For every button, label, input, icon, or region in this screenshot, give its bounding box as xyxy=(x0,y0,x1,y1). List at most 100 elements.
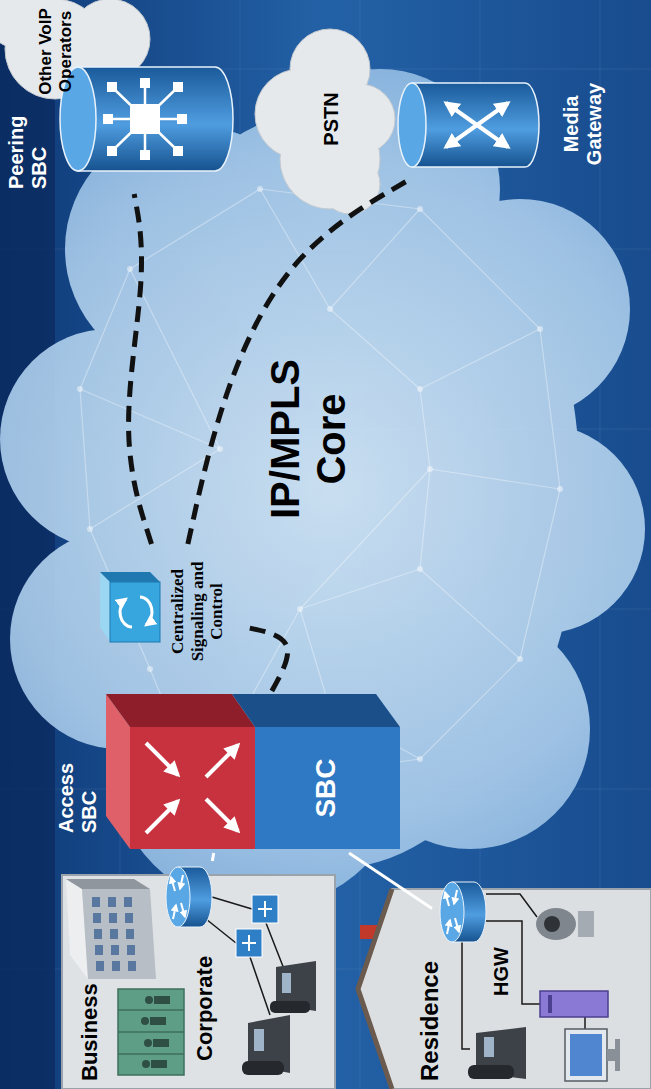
core-cloud xyxy=(0,69,645,909)
node-label: SBC xyxy=(310,727,342,849)
peering-sbc-symbol xyxy=(60,67,233,171)
access-sbc-symbol xyxy=(206,799,238,831)
access-sbc-symbol xyxy=(106,694,255,727)
peering-sbc-symbol xyxy=(177,114,187,124)
residence-site-art xyxy=(578,911,594,937)
peering-sbc-symbol xyxy=(173,82,183,92)
business-site-art xyxy=(66,879,150,889)
network-label: IP/MPLS Core xyxy=(262,324,354,554)
access-sbc-symbol xyxy=(130,727,255,849)
node-label: Residence xyxy=(416,946,444,1081)
business-site-art xyxy=(282,973,291,993)
business-site-art xyxy=(110,929,118,939)
business-site-art xyxy=(95,945,103,955)
residence-site-art xyxy=(607,1049,615,1061)
mesh-dot xyxy=(417,386,423,392)
residence-site-art xyxy=(570,1034,602,1076)
residence-site-art xyxy=(565,1029,607,1081)
mesh-dot xyxy=(147,666,153,672)
peering-sbc-symbol xyxy=(130,104,160,134)
corporate-router: Corporate xyxy=(158,861,230,1069)
signaling-path xyxy=(248,628,288,691)
mesh-dot xyxy=(297,606,303,612)
access-sbc-symbol xyxy=(146,743,238,833)
business-site-art xyxy=(125,913,133,923)
business-site-art xyxy=(127,945,135,955)
peering-sbc-symbol xyxy=(107,82,117,92)
business-site-art xyxy=(126,929,134,939)
media-gateway-symbol xyxy=(446,103,508,147)
access-sbc-symbol xyxy=(146,801,178,833)
business-site-art xyxy=(242,1061,284,1075)
peering-sbc-symbol xyxy=(103,114,113,124)
mesh-dot xyxy=(77,186,563,792)
peering-sbc-symbol xyxy=(140,78,150,88)
pstn-cloud-fill xyxy=(256,30,394,213)
residence-site-art xyxy=(468,1065,514,1079)
mesh-dot xyxy=(537,326,543,332)
signaling-symbol xyxy=(120,599,132,627)
pstn-cloud-shape xyxy=(255,29,395,214)
operators-cloud: Other VoIP Operators xyxy=(0,0,150,107)
node-label: HGW xyxy=(490,940,513,996)
business-site-art xyxy=(108,897,116,907)
home-gateway: HGW xyxy=(432,872,520,1004)
business-site-art xyxy=(154,996,170,1004)
mesh-dot xyxy=(127,266,133,272)
business-site-art xyxy=(142,1060,150,1068)
mesh-dot xyxy=(557,486,563,492)
mesh-dot xyxy=(327,306,333,312)
signaling-symbol xyxy=(140,597,152,625)
signaling-symbol xyxy=(100,572,160,642)
mesh-dot xyxy=(217,446,223,452)
business-site-art xyxy=(96,961,104,971)
node-label: Media Gateway xyxy=(560,69,606,179)
business-site-art xyxy=(151,1060,167,1068)
media-gateway-symbol xyxy=(398,83,426,167)
access-sbc-symbol xyxy=(206,745,238,777)
access-sbc: Access SBC SBC xyxy=(52,691,404,853)
mesh-dot xyxy=(87,526,93,532)
peering-sbc-symbol xyxy=(78,67,233,171)
residence-site-art xyxy=(484,1037,494,1057)
peering-sbc-symbol xyxy=(108,83,182,155)
background xyxy=(0,0,55,1089)
node-label: Corporate xyxy=(192,933,217,1061)
business-site-art xyxy=(166,867,212,927)
media-gateway-symbol xyxy=(412,83,539,167)
access-sbc-symbol xyxy=(255,727,400,849)
peering-sbc-symbol xyxy=(107,146,117,156)
mesh-dot xyxy=(77,386,83,392)
access-sbc-symbol xyxy=(106,694,400,849)
peering-sbc-symbol xyxy=(103,78,187,160)
residence-site-art xyxy=(358,889,392,1089)
business-site-art xyxy=(242,901,272,951)
residence-site-art xyxy=(440,882,486,942)
business-site-art xyxy=(112,961,120,971)
business-site-art xyxy=(150,1017,166,1025)
signaling-symbol xyxy=(120,597,152,627)
signaling-path xyxy=(129,194,152,544)
signaling-symbol xyxy=(110,582,160,642)
mesh-dot xyxy=(417,206,423,212)
business-site-art xyxy=(62,867,335,1089)
residence-site-art xyxy=(358,882,651,1089)
node-label: Access SBC xyxy=(55,741,101,833)
business-site-art xyxy=(92,897,100,907)
business-site-art xyxy=(270,1001,310,1013)
signaling-symbol xyxy=(100,572,110,642)
business-site: Business Corporate xyxy=(62,875,335,1089)
business-site-art xyxy=(118,1010,184,1054)
business-site-art xyxy=(82,889,156,979)
core-cloud xyxy=(435,424,645,634)
business-site-art xyxy=(141,996,170,1068)
pstn-cloud: PSTN xyxy=(262,25,395,209)
business-site-art xyxy=(144,1039,152,1047)
node-label: Business xyxy=(77,931,102,1081)
business-site-art xyxy=(111,945,119,955)
node-label: Centralized Signaling and Control xyxy=(168,549,227,674)
media-gateway-symbol xyxy=(446,103,508,147)
core-mesh xyxy=(80,189,560,789)
